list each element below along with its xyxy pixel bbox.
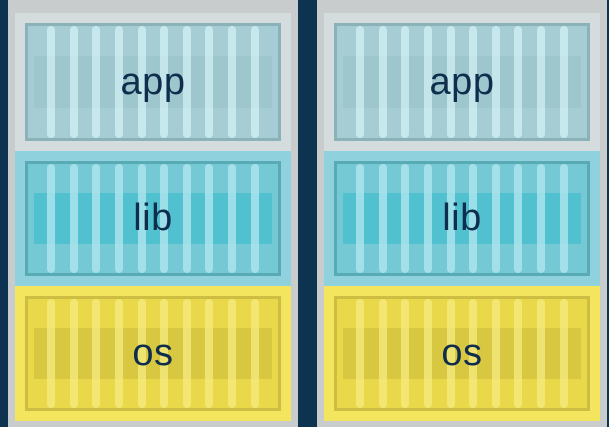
container-box: os — [25, 296, 281, 411]
slat — [424, 26, 433, 138]
slat — [92, 164, 101, 273]
slat — [47, 299, 56, 408]
layer-lib: lib — [324, 151, 600, 286]
slat — [559, 164, 568, 273]
slat — [250, 299, 259, 408]
slat — [160, 299, 169, 408]
layer-label: os — [132, 332, 174, 374]
layer-os: os — [324, 286, 600, 421]
layer-lib: lib — [15, 151, 291, 286]
slat — [378, 299, 387, 408]
container-slats-icon — [337, 299, 587, 408]
slat — [250, 164, 259, 273]
container-box: lib — [25, 161, 281, 276]
slat — [47, 26, 56, 138]
slat — [514, 26, 523, 138]
slat — [205, 299, 214, 408]
slat — [182, 26, 191, 138]
slat — [228, 299, 237, 408]
container-box: app — [334, 23, 590, 141]
slat — [537, 164, 546, 273]
slat — [559, 299, 568, 408]
container-slats-icon — [337, 26, 587, 138]
slat — [537, 26, 546, 138]
container-box: app — [25, 23, 281, 141]
slat — [160, 26, 169, 138]
slat — [424, 164, 433, 273]
slat — [69, 299, 78, 408]
slat — [514, 164, 523, 273]
layer-label: app — [120, 60, 186, 103]
slat — [137, 26, 146, 138]
slat — [469, 26, 478, 138]
slat — [47, 164, 56, 273]
slat — [446, 26, 455, 138]
slat — [491, 299, 500, 408]
slat — [401, 164, 410, 273]
slat — [356, 26, 365, 138]
container-slats-icon — [337, 164, 587, 273]
container-box: os — [334, 296, 590, 411]
slat — [446, 164, 455, 273]
slat — [424, 299, 433, 408]
layer-app: app — [324, 13, 600, 151]
container-slats-icon — [28, 164, 278, 273]
layer-label: os — [441, 332, 483, 374]
slat — [115, 299, 124, 408]
layer-label: lib — [442, 197, 482, 239]
slat — [69, 26, 78, 138]
container-box: lib — [334, 161, 590, 276]
slat — [92, 299, 101, 408]
slat — [182, 164, 191, 273]
slat — [378, 26, 387, 138]
slat — [446, 299, 455, 408]
slat — [537, 299, 546, 408]
container-stack-right: app lib os — [317, 0, 607, 427]
slat — [514, 299, 523, 408]
slat — [228, 26, 237, 138]
slat — [137, 164, 146, 273]
container-slats-icon — [28, 299, 278, 408]
slat — [491, 26, 500, 138]
slat — [137, 299, 146, 408]
slat — [401, 299, 410, 408]
layer-label: lib — [133, 197, 173, 239]
slat — [559, 26, 568, 138]
slat — [205, 26, 214, 138]
slat — [378, 164, 387, 273]
slat — [69, 164, 78, 273]
slat — [228, 164, 237, 273]
slat — [469, 164, 478, 273]
slat — [401, 26, 410, 138]
slat — [115, 26, 124, 138]
slat — [491, 164, 500, 273]
layer-label: app — [429, 60, 495, 103]
container-slats-icon — [28, 26, 278, 138]
slat — [92, 26, 101, 138]
slat — [205, 164, 214, 273]
slat — [160, 164, 169, 273]
slat — [356, 299, 365, 408]
container-stack-left: app lib os — [8, 0, 298, 427]
slat — [250, 26, 259, 138]
slat — [469, 299, 478, 408]
slat — [115, 164, 124, 273]
layer-os: os — [15, 286, 291, 421]
slat — [356, 164, 365, 273]
slat — [182, 299, 191, 408]
layer-app: app — [15, 13, 291, 151]
